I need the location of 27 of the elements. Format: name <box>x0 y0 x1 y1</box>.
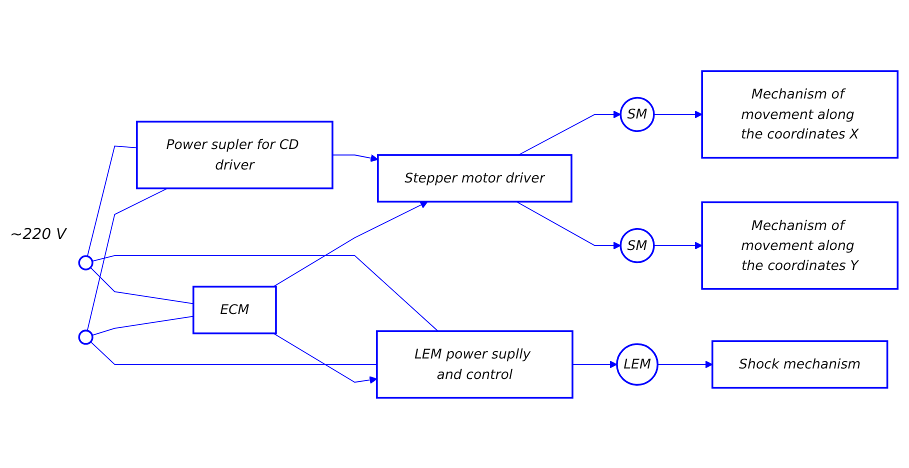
connector <box>87 145 138 256</box>
arrow <box>273 200 428 287</box>
node-box: Mechanism of movement along the coordinates X <box>701 70 899 158</box>
connector <box>90 266 194 304</box>
voltage-label: ~220 V <box>10 225 66 243</box>
arrow <box>572 360 618 368</box>
node-circle <box>78 254 94 270</box>
connector <box>92 315 194 336</box>
arrow <box>516 200 622 250</box>
node-circle: SM <box>620 228 656 263</box>
node-box: Mechanism of movement along the coordinates Y <box>701 200 899 290</box>
arrow <box>654 241 703 250</box>
node-circle: LEM <box>616 342 659 386</box>
node-box: Shock mechanism <box>712 340 888 388</box>
node-box: Power supler for CD driver <box>136 120 334 189</box>
node-circle: SM <box>620 96 656 132</box>
connector <box>87 187 168 331</box>
arrow <box>273 332 378 384</box>
arrow <box>654 110 703 118</box>
arrow <box>657 360 713 368</box>
node-circle <box>78 329 94 344</box>
node-box: LEM power suplly and control <box>376 330 574 398</box>
connector <box>90 340 378 364</box>
arrow <box>518 110 622 155</box>
node-box: ECM <box>192 285 278 334</box>
connector <box>92 254 439 332</box>
arrow <box>332 154 378 162</box>
